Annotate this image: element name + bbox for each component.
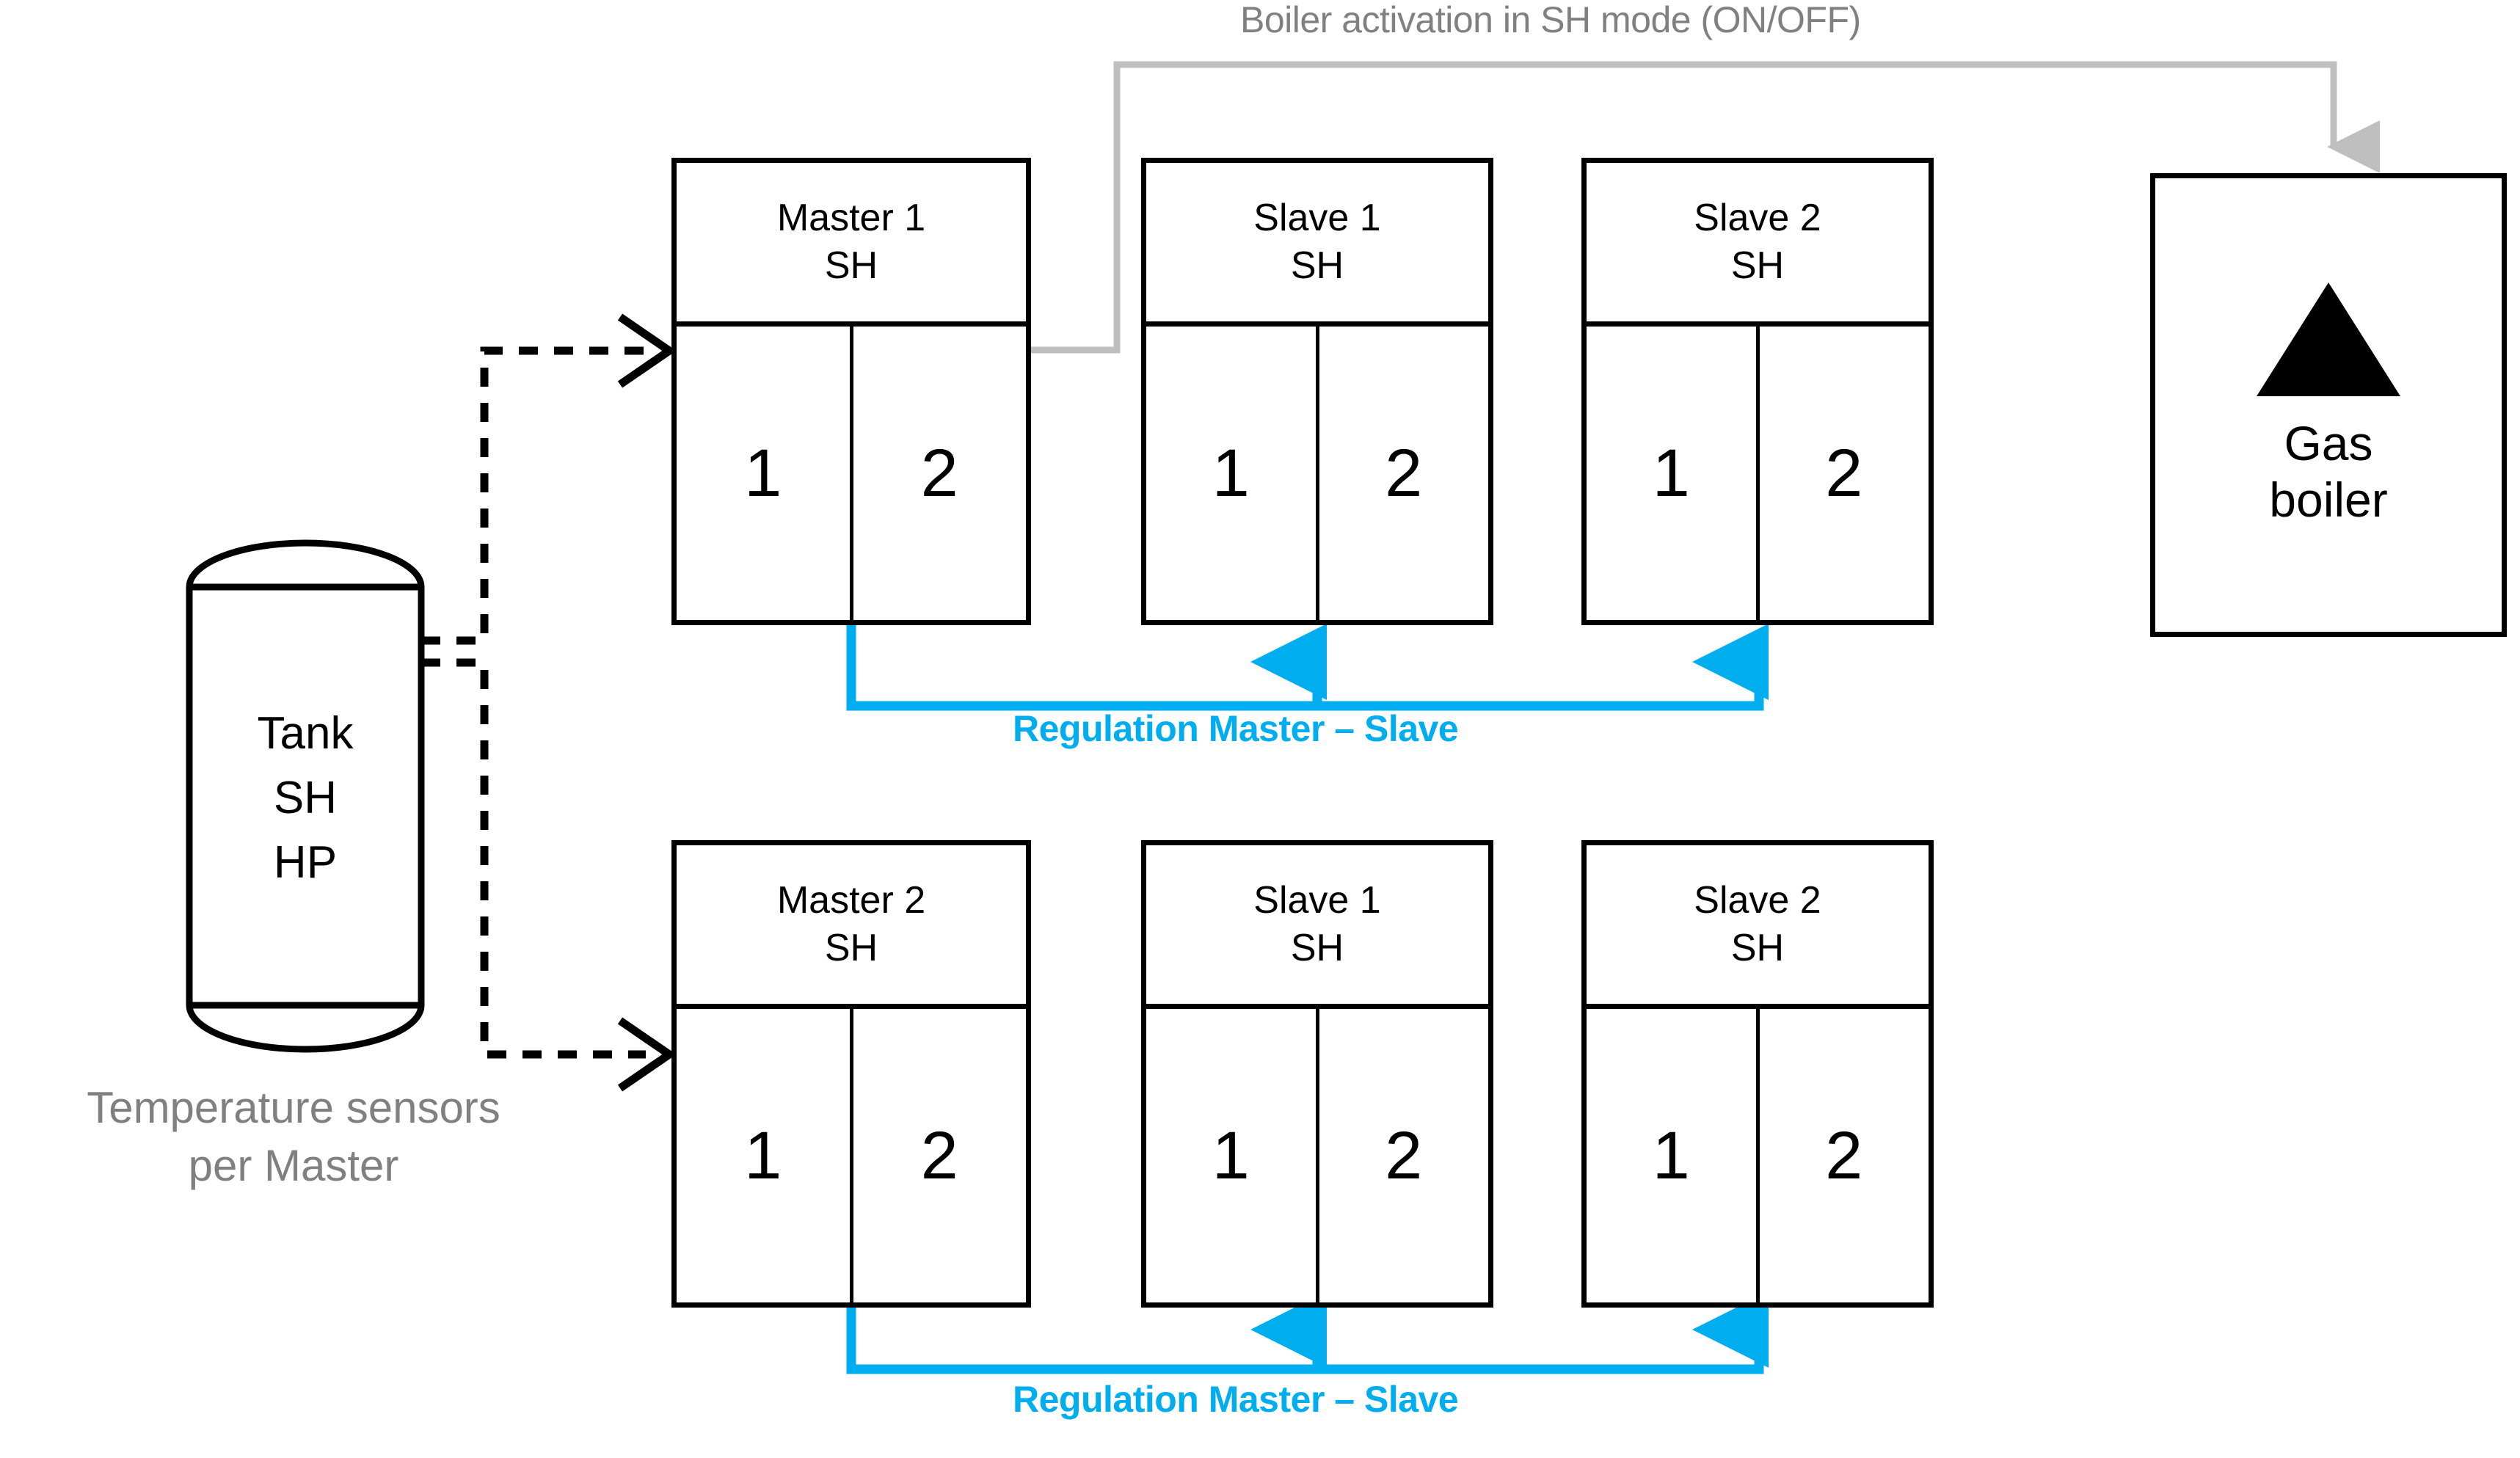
unit-title: Slave 1 <box>1253 879 1381 922</box>
unit-cells: 1 2 <box>1146 1009 1488 1302</box>
sensors-caption-line-1: Temperature sensors <box>87 1083 500 1132</box>
unit-cell-1[interactable]: 1 <box>677 327 853 620</box>
unit-row1-slave-1[interactable]: Slave 1 SH 1 2 <box>1141 158 1493 625</box>
gas-boiler-line-1: Gas <box>2284 415 2373 470</box>
unit-cell-2[interactable]: 2 <box>1385 435 1423 511</box>
unit-cell-2[interactable]: 2 <box>920 1118 958 1193</box>
tank-line-1: Tank <box>257 708 354 759</box>
unit-cell-1[interactable]: 1 <box>1146 327 1319 620</box>
unit-cell-1[interactable]: 1 <box>1587 327 1760 620</box>
unit-header: Master 1 SH <box>677 163 1026 327</box>
unit-row2-slave-1[interactable]: Slave 1 SH 1 2 <box>1141 840 1493 1308</box>
unit-cell-1[interactable]: 1 <box>1587 1009 1760 1302</box>
unit-title: Slave 2 <box>1694 197 1821 240</box>
unit-header: Slave 1 SH <box>1146 845 1488 1009</box>
tank-line-2: SH <box>273 773 338 823</box>
unit-cells: 1 2 <box>1587 1009 1929 1302</box>
unit-subtitle: SH <box>1730 244 1785 287</box>
gas-boiler[interactable]: Gas boiler <box>2150 173 2507 637</box>
sensor-connector-master-2 <box>421 658 677 1092</box>
regulation-bus-row-1 <box>846 624 1769 711</box>
unit-cell-2[interactable]: 2 <box>920 435 958 511</box>
temperature-sensors-caption: Temperature sensors per Master <box>15 1079 572 1195</box>
unit-title: Master 1 <box>776 197 926 240</box>
unit-row2-slave-2[interactable]: Slave 2 SH 1 2 <box>1581 840 1934 1308</box>
regulation-bus-row-2 <box>846 1291 1769 1374</box>
unit-row1-slave-2[interactable]: Slave 2 SH 1 2 <box>1581 158 1934 625</box>
tank-line-3: HP <box>273 837 338 888</box>
triangle-icon <box>2257 282 2400 396</box>
unit-subtitle: SH <box>1730 927 1785 969</box>
unit-title: Master 2 <box>776 879 926 922</box>
unit-subtitle: SH <box>1290 244 1344 287</box>
unit-cells: 1 2 <box>1587 327 1929 620</box>
unit-header: Slave 2 SH <box>1587 163 1929 327</box>
unit-cell-2[interactable]: 2 <box>1825 435 1863 511</box>
unit-subtitle: SH <box>824 244 878 287</box>
gas-boiler-label: Gas boiler <box>2269 415 2387 528</box>
regulation-label-row-1: Regulation Master – Slave <box>1013 708 1459 749</box>
unit-cells: 1 2 <box>677 327 1026 620</box>
unit-header: Master 2 SH <box>677 845 1026 1009</box>
unit-cells: 1 2 <box>1146 327 1488 620</box>
unit-title: Slave 2 <box>1694 879 1821 922</box>
unit-title: Slave 1 <box>1253 197 1381 240</box>
gas-boiler-line-2: boiler <box>2269 472 2388 527</box>
unit-cell-1[interactable]: 1 <box>1146 1009 1319 1302</box>
unit-cells: 1 2 <box>677 1009 1026 1302</box>
boiler-activation-label: Boiler activation in SH mode (ON/OFF) <box>1240 0 1861 40</box>
sensor-connector-master-1 <box>421 313 677 645</box>
tank-label-group: Tank SH HP <box>189 549 421 1048</box>
unit-subtitle: SH <box>1290 927 1344 969</box>
unit-cell-1[interactable]: 1 <box>677 1009 853 1302</box>
regulation-label-row-2: Regulation Master – Slave <box>1013 1379 1459 1420</box>
unit-subtitle: SH <box>824 927 878 969</box>
unit-header: Slave 2 SH <box>1587 845 1929 1009</box>
unit-header: Slave 1 SH <box>1146 163 1488 327</box>
unit-cell-2[interactable]: 2 <box>1385 1118 1423 1193</box>
sensors-caption-line-2: per Master <box>188 1141 399 1191</box>
tank[interactable]: Tank SH HP <box>189 549 421 1048</box>
unit-cell-2[interactable]: 2 <box>1825 1118 1863 1193</box>
unit-master-2[interactable]: Master 2 SH 1 2 <box>671 840 1031 1308</box>
unit-master-1[interactable]: Master 1 SH 1 2 <box>671 158 1031 625</box>
